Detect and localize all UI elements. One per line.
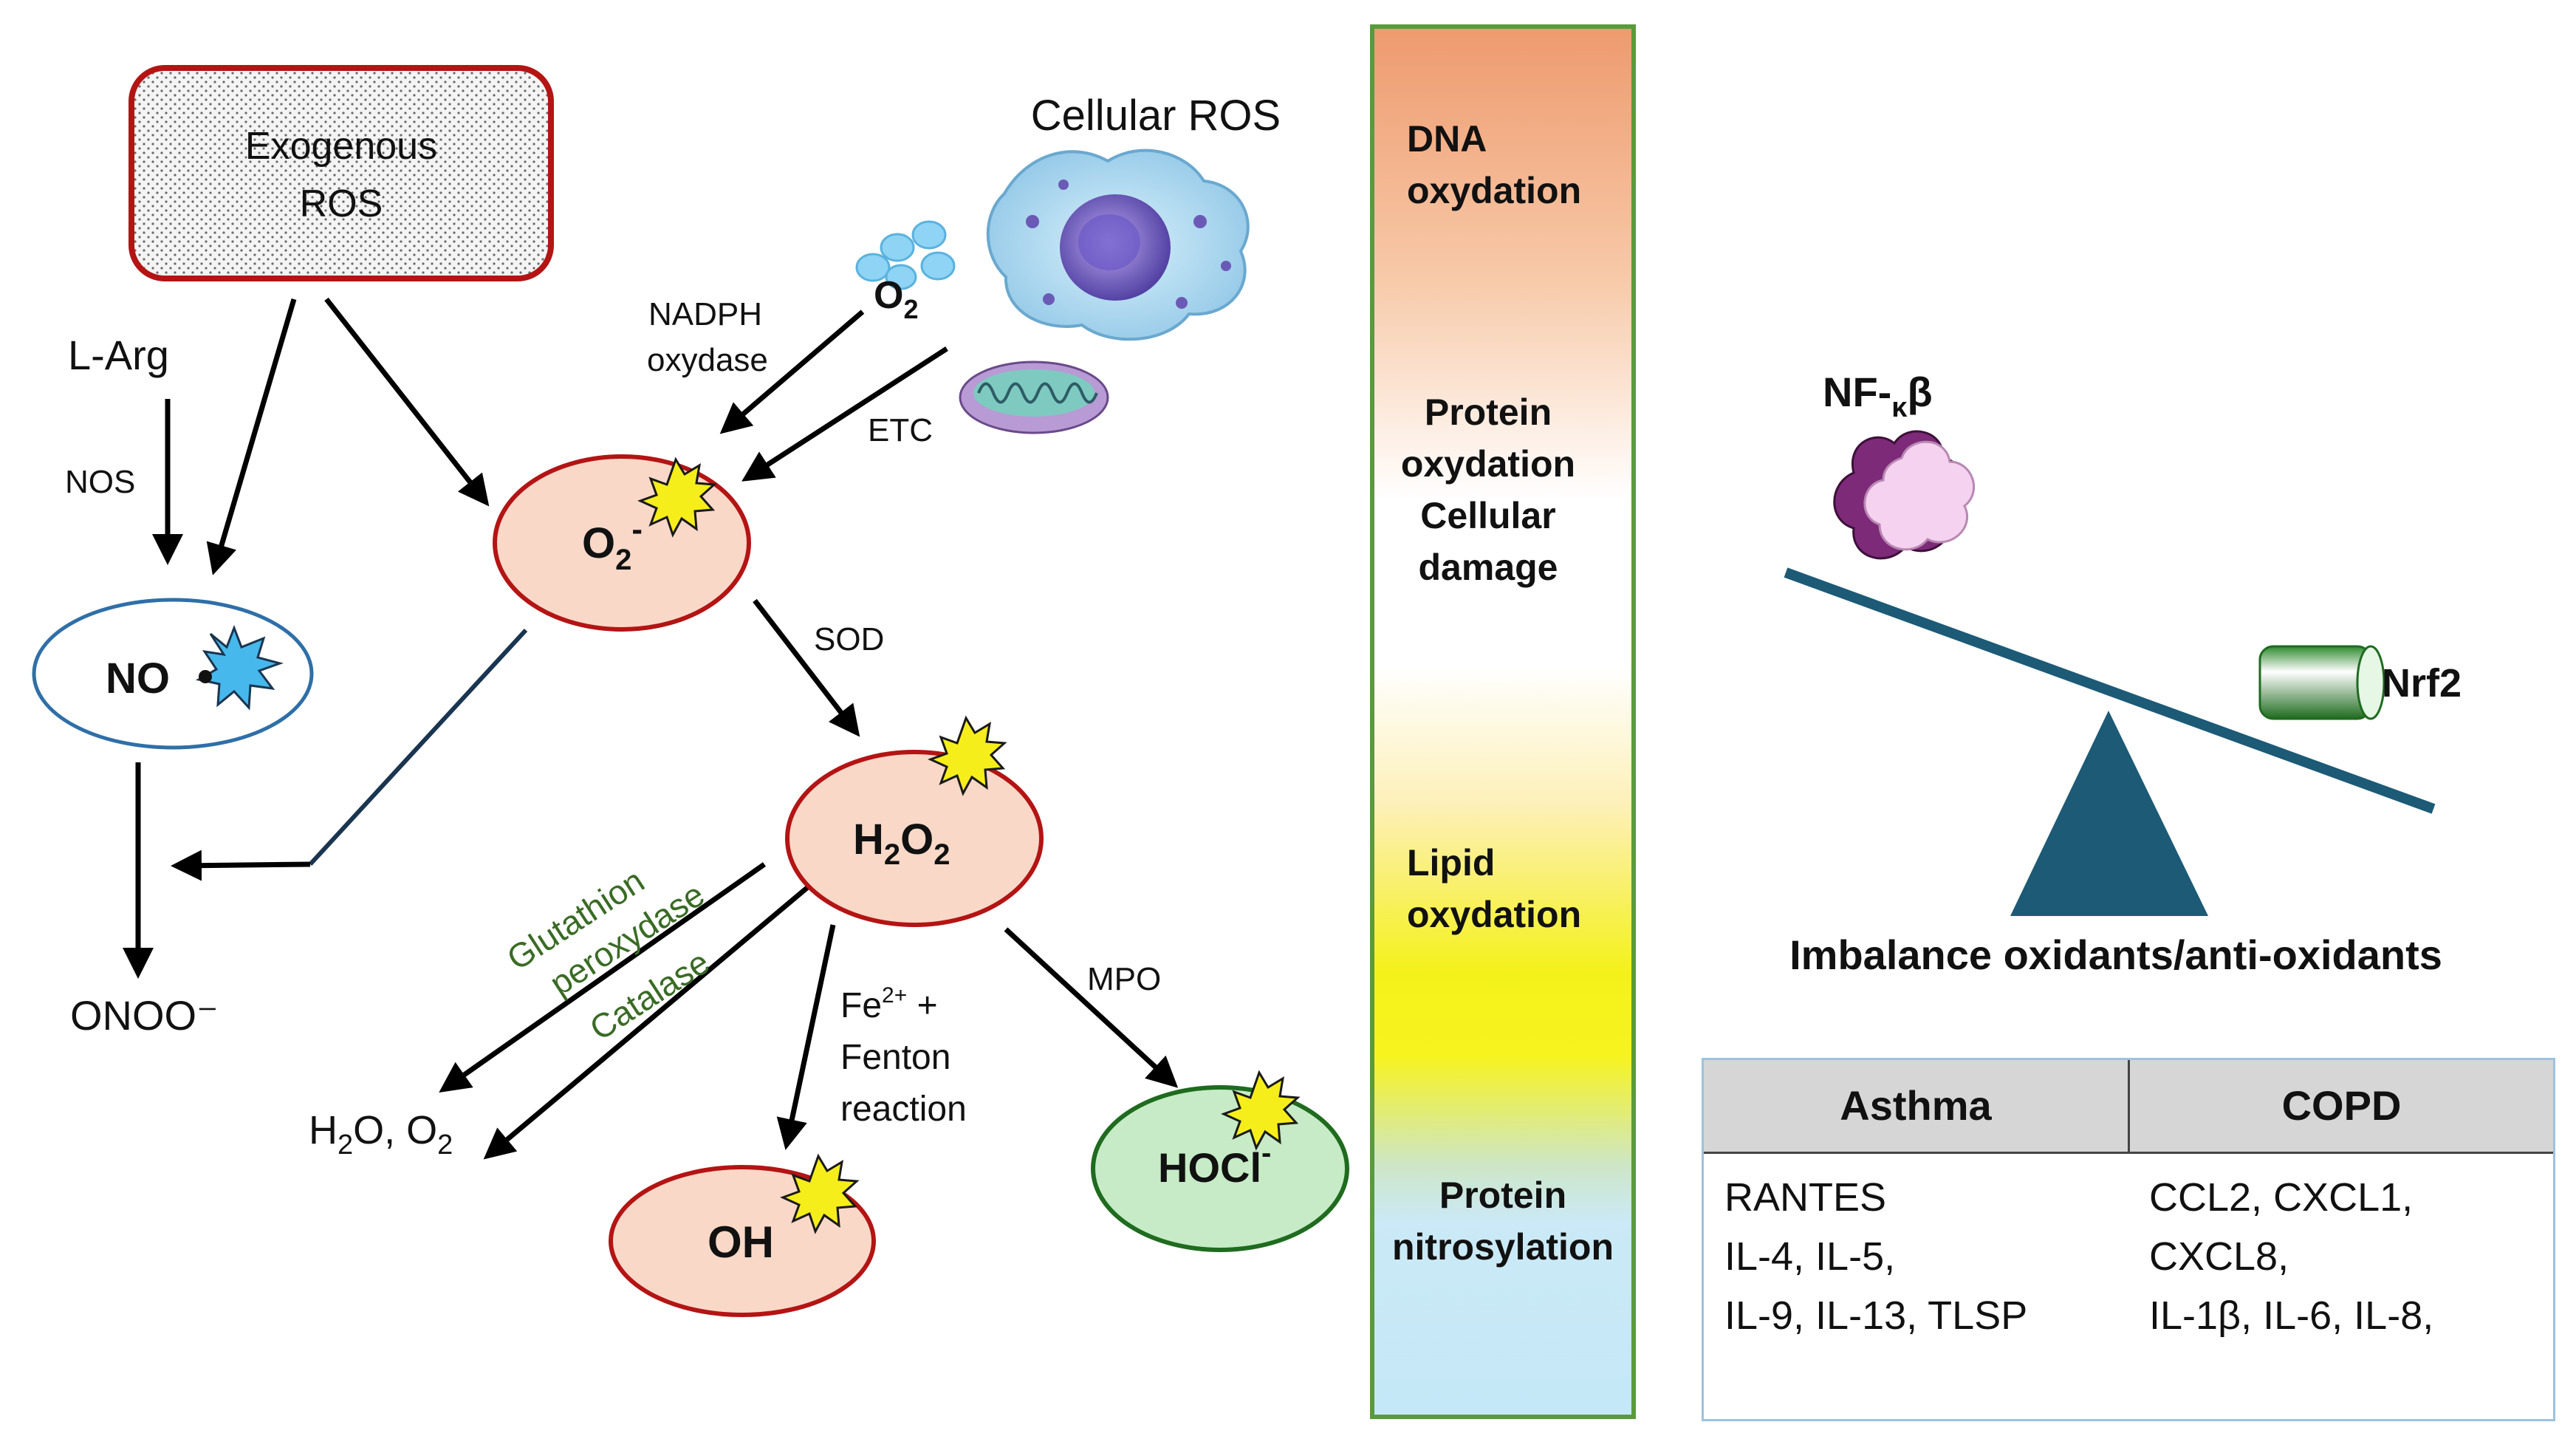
asthma-cytokine-line: IL-4, IL-5,: [1724, 1234, 1896, 1279]
hydrogen-peroxide-spark-icon: [928, 715, 1007, 796]
exogenous-ros-box: [129, 65, 554, 281]
l-arg-label: L-Arg: [68, 332, 169, 378]
peroxynitrite-label: ONOO⁻: [70, 992, 219, 1039]
balance-fulcrum: [2010, 711, 2208, 916]
cell-illustration: [986, 148, 1250, 341]
copd-cytokine-line: CXCL8,: [2149, 1234, 2289, 1279]
copd-cytokine-line: CCL2, CXCL1,: [2149, 1175, 2414, 1220]
imbalance-label: Imbalance oxidants/anti-oxidants: [1789, 932, 2442, 978]
nfkb-protein-icon: [1833, 430, 1976, 560]
asthma-header: Asthma: [1840, 1082, 1992, 1129]
nitric-oxide-node: [32, 598, 314, 750]
superoxide-node: [493, 454, 751, 632]
nrf2-label: Nrf2: [2382, 661, 2462, 705]
superoxide-spark-icon: [637, 457, 717, 538]
water-oxygen-label: H2O, O2: [309, 1108, 453, 1161]
arrow-exogenous-to-no: [206, 298, 297, 575]
radical-dot-icon: [199, 670, 212, 683]
oxygen-bubbles-icon: [855, 220, 956, 290]
hypochlorous-acid-spark-icon: [1221, 1070, 1301, 1151]
nfkb-label: NF-κβ: [1823, 369, 1933, 423]
copd-cytokines: CCL2, CXCL1, CXCL8, IL-1β, IL-6, IL-8,: [2149, 1168, 2433, 1345]
cytokine-table: Asthma COPD RANTES IL-4, IL-5, IL-9, IL-…: [1702, 1058, 2555, 1421]
arrow-etc-to-superoxide: [741, 346, 948, 482]
asthma-cytokines: RANTES IL-4, IL-5, IL-9, IL-13, TLSP: [1724, 1168, 2027, 1345]
etc-label: ETC: [868, 412, 933, 448]
arrow-exogenous-to-superoxide: [324, 297, 490, 507]
asthma-cytokine-line: RANTES: [1724, 1175, 1887, 1220]
hydroxyl-spark-icon: [780, 1153, 860, 1234]
nitric-oxide-spark-icon: [195, 624, 284, 711]
asthma-cytokine-line: IL-9, IL-13, TLSP: [1724, 1293, 2028, 1338]
arrow-superoxide-to-h2o2: [753, 598, 860, 737]
o2-label: O2: [874, 274, 918, 324]
arrow-h2o2-fenton: [776, 924, 836, 1150]
balance-beam: [1784, 567, 2436, 814]
arrow-h2o2-mpo: [1004, 927, 1179, 1088]
hydrogen-peroxide-node: [785, 750, 1044, 927]
mpo-label: MPO: [1087, 961, 1161, 997]
arrow-h2o2-glutathion: [439, 862, 767, 1093]
header-divider: [2128, 1060, 2130, 1152]
arrow-nadph-to-superoxide: [719, 310, 865, 434]
arrow-superoxide-to-onoo: [308, 628, 528, 867]
damage-gradient-bar: [1370, 24, 1636, 1419]
copd-header: COPD: [2281, 1082, 2402, 1129]
nitric-oxide-label: NO: [106, 654, 170, 703]
arrow-h2o2-catalase: [483, 884, 811, 1160]
hypochlorous-acid-node: [1091, 1085, 1349, 1252]
hydrogen-peroxide-label: H2O2: [853, 816, 950, 871]
hypochlorous-acid-label: HOCl-: [1158, 1137, 1271, 1191]
copd-cytokine-line: IL-1β, IL-6, IL-8,: [2149, 1293, 2434, 1338]
cytokine-table-header: Asthma COPD: [1704, 1060, 2553, 1154]
mitochondrion-illustration: [959, 360, 1109, 434]
nos-label: NOS: [65, 464, 135, 500]
sod-label: SOD: [814, 621, 884, 657]
hydroxyl-label: OH: [708, 1217, 774, 1267]
nrf2-protein-icon: [2258, 645, 2385, 720]
cellular-ros-label: Cellular ROS: [1031, 92, 1281, 140]
superoxide-label: O2-: [582, 511, 643, 576]
arrow-superoxide-onoo-branch: [171, 850, 311, 881]
